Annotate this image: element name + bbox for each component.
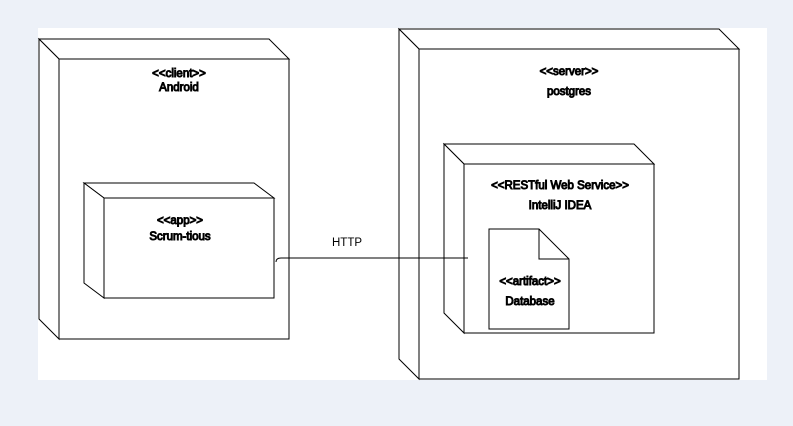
artifact-document-shape bbox=[488, 228, 570, 330]
app-node-name: Scrum-tious bbox=[149, 231, 211, 243]
client-node-stereotype: <<client>> bbox=[152, 68, 206, 80]
web-service-node-side-face bbox=[443, 142, 465, 335]
app-node-side-face bbox=[83, 182, 105, 299]
http-connector-line bbox=[275, 257, 468, 263]
http-connector[interactable]: HTTP bbox=[275, 237, 468, 263]
server-node-name: postgres bbox=[547, 86, 591, 98]
app-node-stereotype: <<app>> bbox=[157, 215, 203, 227]
http-connector-label: HTTP bbox=[332, 237, 362, 249]
web-service-node-stereotype: <<RESTful Web Service>> bbox=[491, 180, 629, 192]
app-node[interactable]: <<app>> Scrum-tious bbox=[82, 182, 276, 299]
client-node-side-face bbox=[38, 37, 60, 341]
app-node-top-face bbox=[82, 182, 276, 199]
client-node-name: Android bbox=[159, 82, 199, 94]
artifact-stereotype: <<artifact>> bbox=[499, 276, 561, 288]
client-node-top-face bbox=[37, 38, 291, 60]
app-node-front-face bbox=[103, 197, 275, 299]
server-node-top-face bbox=[397, 28, 741, 50]
server-node-stereotype: <<server>> bbox=[540, 66, 599, 78]
server-node-side-face bbox=[398, 27, 420, 381]
web-service-node-name: IntelliJ IDEA bbox=[529, 200, 592, 212]
artifact-database[interactable]: <<artifact>> Database bbox=[488, 228, 570, 330]
artifact-folded-corner bbox=[538, 229, 569, 260]
web-service-node-top-face bbox=[442, 143, 656, 165]
artifact-name: Database bbox=[505, 296, 554, 308]
